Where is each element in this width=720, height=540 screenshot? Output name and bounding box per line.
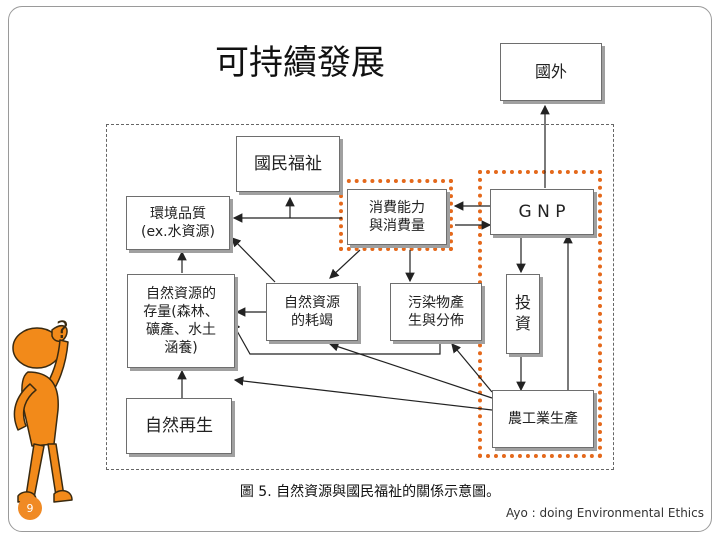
node-resource-stock-line3: 礦產、水土 [146,322,216,338]
node-resource-stock: 自然資源的 存量(森林、 礦產、水土 涵養) [127,274,235,368]
slide-frame [8,6,712,532]
node-depletion: 自然資源 的耗竭 [266,283,358,341]
diagram-region [106,124,614,470]
svg-text:?: ? [56,316,69,344]
node-pollution-line2: 生與分佈 [408,313,464,329]
highlight-consumption [339,179,453,251]
arrow-production-deplete [328,342,493,399]
arrow-production-pollute [451,343,493,393]
arrow-deplete-env [231,237,276,283]
node-consumption-line2: 與消費量 [369,218,425,234]
arrow-pollute-stock [231,320,441,355]
arrow-production-regen [233,376,493,411]
credit-text: Ayo : doing Environmental Ethics [505,506,704,520]
node-env-quality: 環境品質 (ex.水資源) [126,196,230,250]
node-welfare-label: 國民福祉 [254,153,322,174]
page-number-badge: 9 [18,496,42,520]
node-pollution-line1: 污染物產 [408,294,464,311]
node-investment-line2: 資 [514,314,531,333]
node-consumption: 消費能力 與消費量 [347,189,447,245]
node-natural-regen: 自然再生 [126,398,232,454]
node-env-quality-line2: (ex.水資源) [140,224,216,240]
node-abroad: 國外 [500,43,602,101]
node-resource-stock-line1: 自然資源的 [146,285,216,302]
arrow-consume-deplete [329,249,361,279]
node-investment: 投 資 [506,274,540,354]
node-resource-stock-line2: 存量(森林、 [143,303,219,320]
node-consumption-line1: 消費能力 [369,199,425,216]
node-welfare: 國民福祉 [236,136,340,192]
figure-caption: 圖 5. 自然資源與國民福祉的關係示意圖。 [239,484,501,500]
node-production-label: 農工業生產 [508,410,578,427]
page-title: 可持續發展 [215,43,385,83]
node-env-quality-line1: 環境品質 [150,205,206,222]
node-production: 農工業生產 [492,390,594,448]
node-gnp: G N P [490,189,594,235]
node-investment-line1: 投 [514,293,531,313]
node-depletion-line2: 的耗竭 [291,313,333,329]
node-depletion-line1: 自然資源 [284,294,340,311]
node-natural-regen-label: 自然再生 [145,415,213,436]
node-gnp-label: G N P [518,201,566,222]
node-pollution: 污染物產 生與分佈 [390,283,482,341]
node-abroad-label: 國外 [534,61,567,81]
node-resource-stock-line4: 涵養) [164,340,198,357]
